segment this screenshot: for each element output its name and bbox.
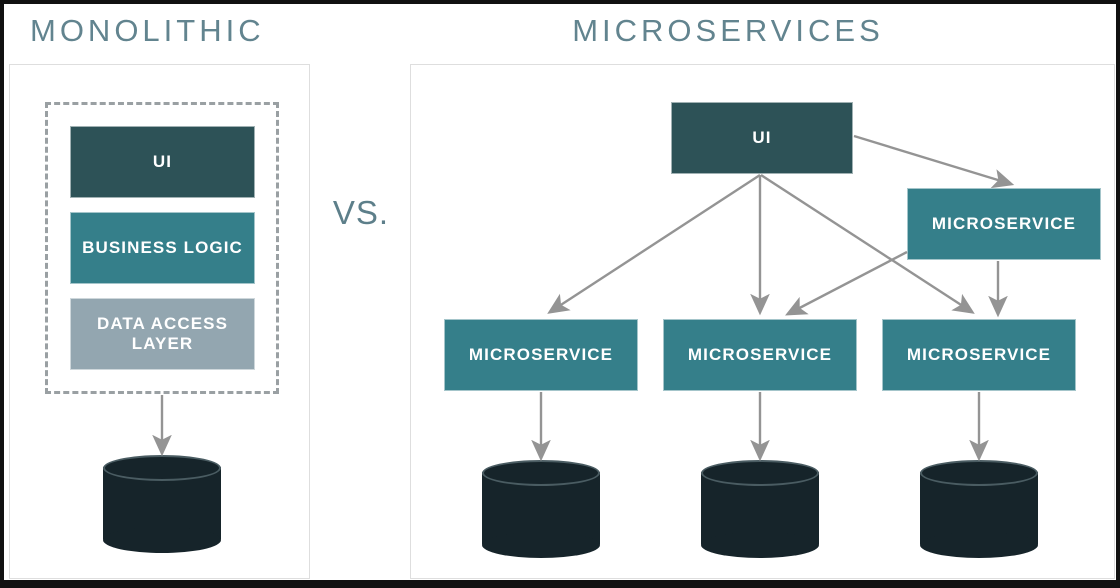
microservices-block-mid-right: MICROSERVICE bbox=[907, 188, 1101, 260]
cylinder-top bbox=[920, 460, 1038, 486]
monolith-boundary bbox=[45, 102, 279, 394]
microservice-database-icon-2 bbox=[701, 460, 819, 558]
monolith-block-ui: UI bbox=[70, 126, 255, 198]
cylinder-top bbox=[103, 455, 221, 481]
cylinder-bottom bbox=[482, 532, 600, 558]
monolith-block-business-logic: BUSINESS LOGIC bbox=[70, 212, 255, 284]
cylinder-bottom bbox=[920, 532, 1038, 558]
cylinder-top bbox=[701, 460, 819, 486]
cylinder-bottom bbox=[103, 527, 221, 553]
microservices-title: MICROSERVICES bbox=[572, 13, 884, 48]
microservice-database-icon-1 bbox=[482, 460, 600, 558]
versus-label: VS. bbox=[332, 194, 390, 231]
monolith-database-icon bbox=[103, 455, 221, 553]
microservices-block-bottom-left: MICROSERVICE bbox=[444, 319, 638, 391]
microservice-database-icon-3 bbox=[920, 460, 1038, 558]
microservices-block-bottom-right: MICROSERVICE bbox=[882, 319, 1076, 391]
microservices-block-ui: UI bbox=[671, 102, 853, 174]
microservices-block-bottom-center: MICROSERVICE bbox=[663, 319, 857, 391]
cylinder-top bbox=[482, 460, 600, 486]
cylinder-bottom bbox=[701, 532, 819, 558]
monolithic-title: MONOLITHIC bbox=[30, 13, 265, 48]
monolith-block-data-access-layer: DATA ACCESS LAYER bbox=[70, 298, 255, 370]
